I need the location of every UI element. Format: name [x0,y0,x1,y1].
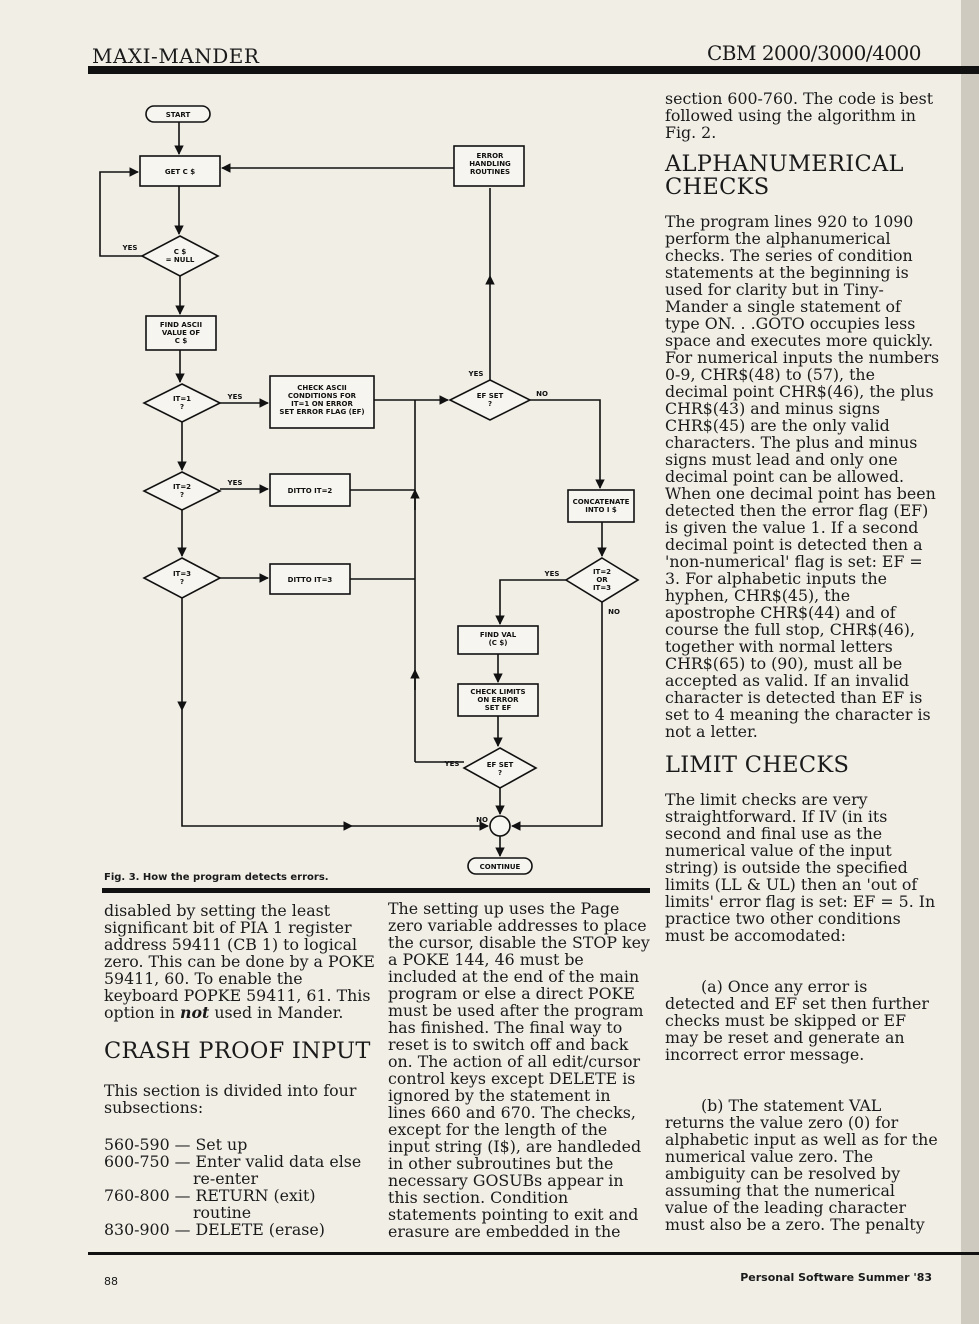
get-c-label: GET C $ [165,168,195,176]
subsection-item: 560-590 — Set up [104,1135,248,1154]
c-null-label-1: C $ [174,248,187,256]
subsection-item: 600-750 — Enter valid data else [104,1152,362,1171]
start-label: START [166,111,191,119]
error-handling-label-1: ERROR [477,152,505,160]
find-ascii-label-1: FIND ASCII [160,321,202,329]
get-c-box [139,155,221,187]
ef-set-label-1: EF SET [477,392,504,400]
col3-paragraph-4: (a) Once any error is detected and EF se… [665,977,929,1064]
footer-rule [88,1252,979,1255]
find-ascii-box [145,315,217,351]
check-ascii-label-4: SET ERROR FLAG (EF) [279,408,364,416]
col3-paragraph-5: (b) The statement VAL returns the value … [665,1096,938,1234]
col1-paragraph-2: This section is divided into four subsec… [104,1081,357,1117]
col3-paragraph-2: The program lines 920 to 1090 perform th… [665,212,940,741]
find-ascii-label-3: C $ [175,337,188,345]
continue-terminal [467,857,533,875]
concatenate-label-1: CONCATENATE [573,498,630,506]
publication-footer: Personal Software Summer '83 [740,1271,932,1284]
it1-label-1: IT=1 [173,395,191,403]
ditto-it2-box [269,473,351,507]
check-ascii-label-3: IT=1 ON ERROR [291,400,353,408]
no-label-ef2: NO [476,816,488,824]
subsection-item: 830-900 — DELETE (erase) [104,1220,325,1239]
find-val-label-2: (C $) [489,639,508,647]
col1-p1-text: disabled by setting the least significan… [104,901,375,1022]
ef-set2-label-2: ? [498,769,502,777]
subsection-item-cont: routine [193,1203,252,1222]
error-handling-label-3: ROUTINES [470,168,510,176]
alphanumerical-heading-line-1: ALPHANUMERICAL [665,151,904,177]
check-ascii-label-1: CHECK ASCII [297,384,347,392]
c-null-label-2: = NULL [166,256,195,264]
limit-checks-heading: LIMIT CHECKS [665,752,850,778]
col2-paragraph-1: The setting up uses the Page zero variab… [388,899,650,1241]
error-handling-box [453,145,525,187]
column-2: The setting up uses the Page zero variab… [388,900,650,1240]
no-label-ef: NO [536,390,548,398]
alphanumerical-heading-line-2: CHECKS [665,174,770,200]
column-3: section 600-760. The code is best follow… [665,90,940,1233]
yes-label-ef2: YES [444,760,460,768]
ditto-it3-label: DITTO IT=3 [288,576,333,584]
caption-rule [102,888,650,893]
error-handling-label-2: HANDLING [469,160,511,168]
yes-label-it1: YES [227,393,243,401]
it1-label-2: ? [180,403,184,411]
col1-p1-emphasis: not [179,1003,210,1022]
col3-paragraph-1: section 600-760. The code is best follow… [665,89,934,142]
check-limits-label-1: CHECK LIMITS [470,688,525,696]
ditto-it3-box [269,563,351,595]
page-number: 88 [104,1275,118,1288]
find-val-box [457,625,539,655]
subsection-item: 760-800 — RETURN (exit) [104,1186,316,1205]
col1-p1-text-end: used in Mander. [209,1003,344,1022]
check-limits-label-2: ON ERROR [477,696,519,704]
col1-paragraph-1: disabled by setting the least significan… [104,902,376,1021]
merge-connector [489,815,511,837]
flowchart-svg: START GET C $ YES C $ = NULL FIND ASCII … [99,105,640,875]
ef-set2-label-1: EF SET [487,761,514,769]
subsection-item-cont: re-enter [193,1169,259,1188]
it2-label-2: ? [180,491,184,499]
column-1: disabled by setting the least significan… [104,902,376,1238]
find-ascii-label-2: VALUE OF [162,329,200,337]
continue-label: CONTINUE [480,863,521,871]
no-label-it23: NO [608,608,620,616]
it2-or-3-label-1: IT=2 [593,568,611,576]
running-header-platform: CBM 2000/3000/4000 [706,41,922,65]
ef-set-label-2: ? [488,400,492,408]
yes-label-ef: YES [468,370,484,378]
running-header-title: MAXI-MANDER [92,44,260,68]
figure-caption: Fig. 3. How the program detects errors. [104,872,329,883]
concatenate-label-2: INTO I $ [585,506,617,514]
check-ascii-box [269,375,375,429]
check-limits-box [457,683,539,717]
yes-label-null: YES [122,244,138,252]
yes-label-it2: YES [227,479,243,487]
flowchart-figure: START GET C $ YES C $ = NULL FIND ASCII … [90,90,650,880]
subsection-list: 560-590 — Set up 600-750 — Enter valid d… [104,1136,376,1238]
page-edge [961,0,979,1324]
it2-or-3-label-2: OR [596,576,608,584]
header-rule [88,66,979,74]
check-ascii-label-2: CONDITIONS FOR [288,392,357,400]
yes-label-it23: YES [544,570,560,578]
it2-or-3-label-3: IT=3 [593,584,611,592]
check-limits-label-3: SET EF [485,704,512,712]
col3-paragraph-3: The limit checks are very straightforwar… [665,790,936,945]
ef-set-decision [448,379,532,421]
concatenate-box [567,489,635,523]
find-val-label-1: FIND VAL [480,631,517,639]
crash-proof-heading: CRASH PROOF INPUT [104,1038,371,1064]
it3-label-2: ? [180,578,184,586]
ditto-it2-label: DITTO IT=2 [288,487,333,495]
start-terminal [145,105,211,123]
it3-label-1: IT=3 [173,570,191,578]
it2-label-1: IT=2 [173,483,191,491]
